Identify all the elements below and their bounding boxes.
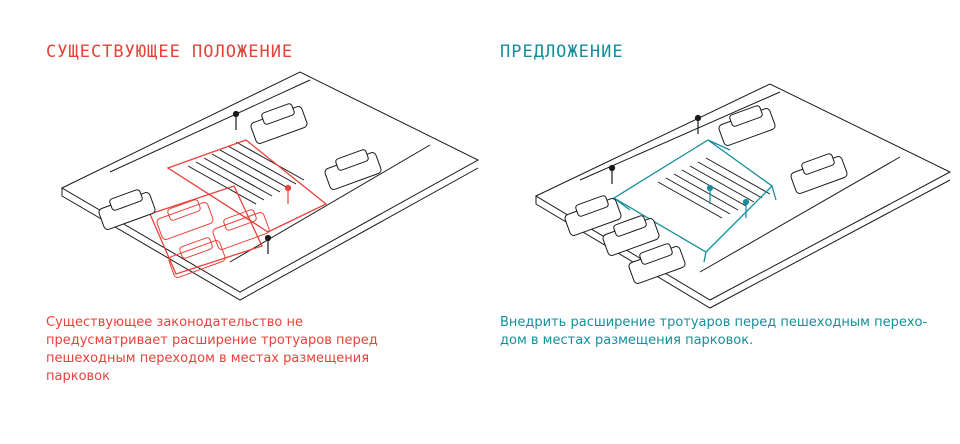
car-top [250,103,308,144]
street-outline [60,71,480,301]
caption-line: пешеходным переходом в местах размещения [46,351,370,366]
caption-line: Внедрить расширение тротуаров перед пеше… [500,315,928,330]
car-top [718,105,776,146]
proposal-panel: ПРЕДЛОЖЕНИЕ [480,0,960,444]
car-right [790,153,848,194]
proposal-street-illustration [534,83,952,309]
red-car-3 [168,237,226,278]
pedestrian-crossing-2 [742,198,750,218]
caption-line: парковок [46,369,110,384]
proposal-caption: Внедрить расширение тротуаров перед пеше… [500,314,960,350]
proposed-curb-extension [612,139,777,263]
proposal-title: ПРЕДЛОЖЕНИЕ [500,42,624,62]
car-left [98,189,156,230]
car-left-3 [628,243,686,284]
pedestrians-crossing [706,184,750,218]
black-parked-cars [98,103,382,230]
caption-line: Существующее законодательство не [46,315,304,330]
pedestrian-top [694,114,702,134]
crosswalk-stripes [187,141,305,205]
car-left-1 [564,195,622,236]
pedestrians [608,114,702,184]
pedestrian-crossing-1 [706,184,714,204]
car-right [324,149,382,190]
caption-line: предусматривает расширение тротуаров пер… [46,333,378,348]
car-left-2 [602,215,660,256]
black-parked-cars [564,105,848,284]
existing-title: СУЩЕСТВУЮЩЕЕ ПОЛОЖЕНИЕ [46,42,294,62]
existing-street-illustration [60,71,480,301]
red-parked-cars [156,199,270,278]
pedestrian-top [232,110,240,130]
existing-curb-zone [149,139,328,275]
pedestrian-left [608,164,616,184]
red-car-1 [156,199,214,240]
pedestrian-bottom [264,234,272,254]
existing-situation-panel: СУЩЕСТВУЮЩЕЕ ПОЛОЖЕНИЕ [46,42,480,386]
existing-caption: Существующее законодательство не предусм… [46,314,386,386]
caption-line: дом в местах размещения парковок. [500,333,754,348]
pedestrians [232,110,272,254]
crosswalk-stripes [657,157,771,219]
pedestrian-crossing [284,184,292,204]
